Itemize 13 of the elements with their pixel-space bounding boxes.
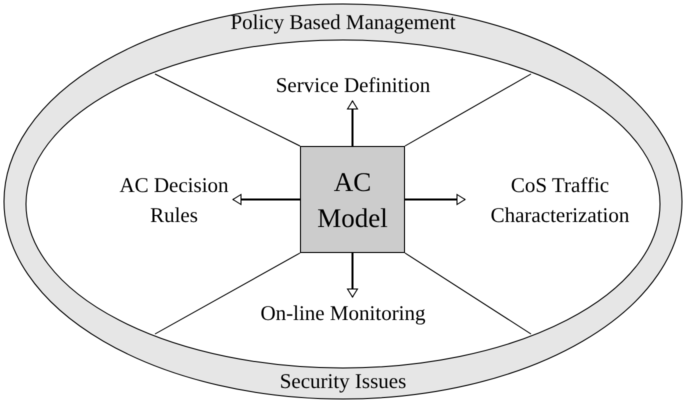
arrow — [405, 194, 466, 205]
ring-label: Policy Based Management — [229, 9, 457, 36]
sector-label: On-line Monitoring — [243, 297, 443, 329]
ring-band — [3, 3, 683, 400]
arrow — [347, 253, 358, 298]
sector-label: AC Decision Rules — [115, 169, 233, 231]
sector-label: Service Definition — [263, 69, 443, 101]
sector-label: CoS Traffic Characterization — [465, 169, 655, 231]
arrow — [232, 194, 300, 205]
inner-ellipse — [25, 39, 661, 369]
arrow — [347, 100, 358, 146]
ring-label: Security Issues — [278, 368, 408, 395]
model-box: AC Model — [300, 146, 405, 253]
